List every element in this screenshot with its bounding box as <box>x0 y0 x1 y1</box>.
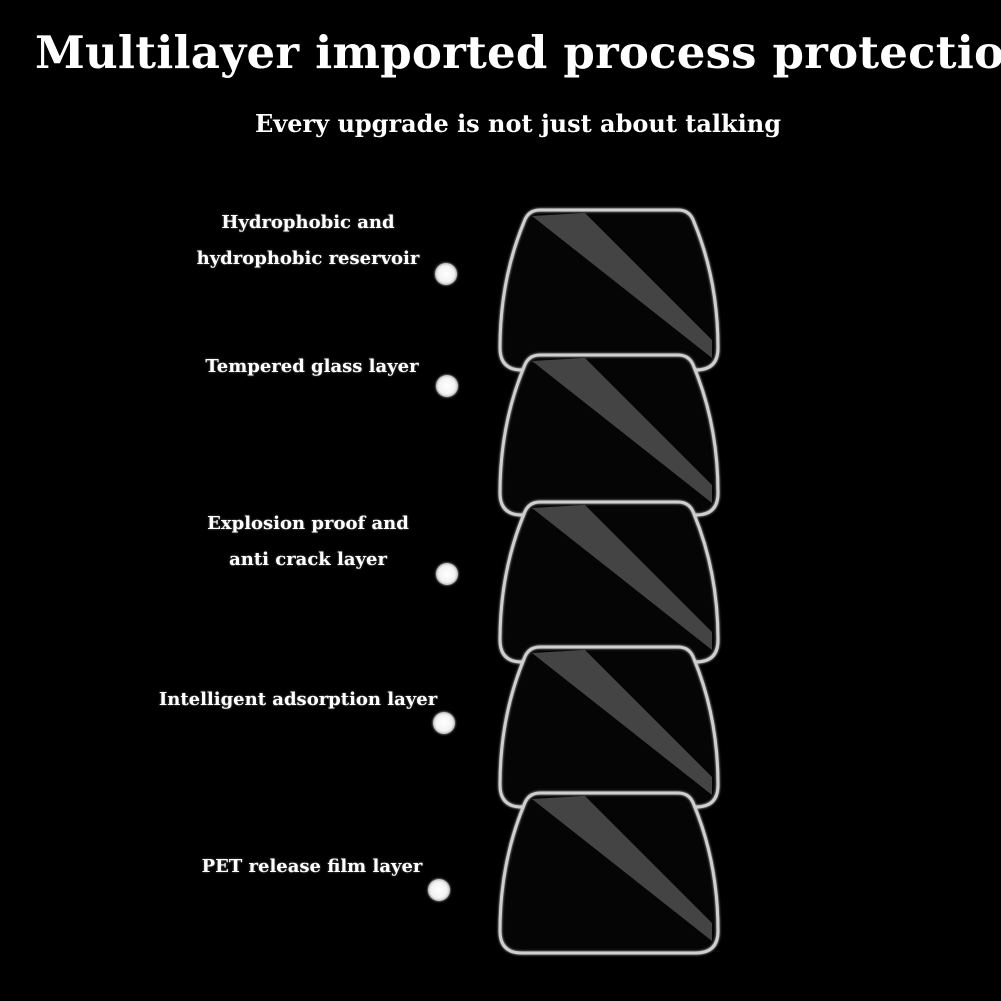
layer-pointer <box>188 712 455 734</box>
pointer-dot <box>436 563 458 585</box>
layer-pointer <box>192 563 458 585</box>
glass-layer-shape <box>498 208 720 372</box>
layer-label-line: Intelligent adsorption layer <box>158 689 438 710</box>
layer-label: Tempered glass layer <box>162 349 462 385</box>
layer-label-line: hydrophobic reservoir <box>196 248 420 269</box>
layer-label-line: Tempered glass layer <box>205 356 419 377</box>
layer-label: Intelligent adsorption layer <box>148 682 448 718</box>
glass-layer-shape <box>498 645 720 809</box>
pointer-dot <box>436 375 458 397</box>
pointer-dot <box>433 712 455 734</box>
layer-label: Explosion proof and anti crack layer <box>158 506 458 578</box>
layer-pointer <box>190 263 457 285</box>
layer-label: Hydrophobic and hydrophobic reservoir <box>158 205 458 277</box>
layer-label-line: Hydrophobic and <box>221 212 395 233</box>
layer-label-line: anti crack layer <box>229 549 387 570</box>
layer-label: PET release film layer <box>162 849 462 885</box>
layer-pointer <box>190 375 458 397</box>
layer-label-line: PET release film layer <box>201 856 423 877</box>
layer-label-line: Explosion proof and <box>207 513 409 534</box>
pointer-dot <box>435 263 457 285</box>
glass-layer-shape <box>498 500 720 664</box>
page-title: Multilayer imported process protection <box>35 26 1001 79</box>
page-subtitle: Every upgrade is not just about talking <box>255 109 781 138</box>
layer-pointer <box>183 879 450 901</box>
glass-layer-shape <box>498 353 720 517</box>
pointer-dot <box>428 879 450 901</box>
glass-layer-shape <box>498 791 720 955</box>
